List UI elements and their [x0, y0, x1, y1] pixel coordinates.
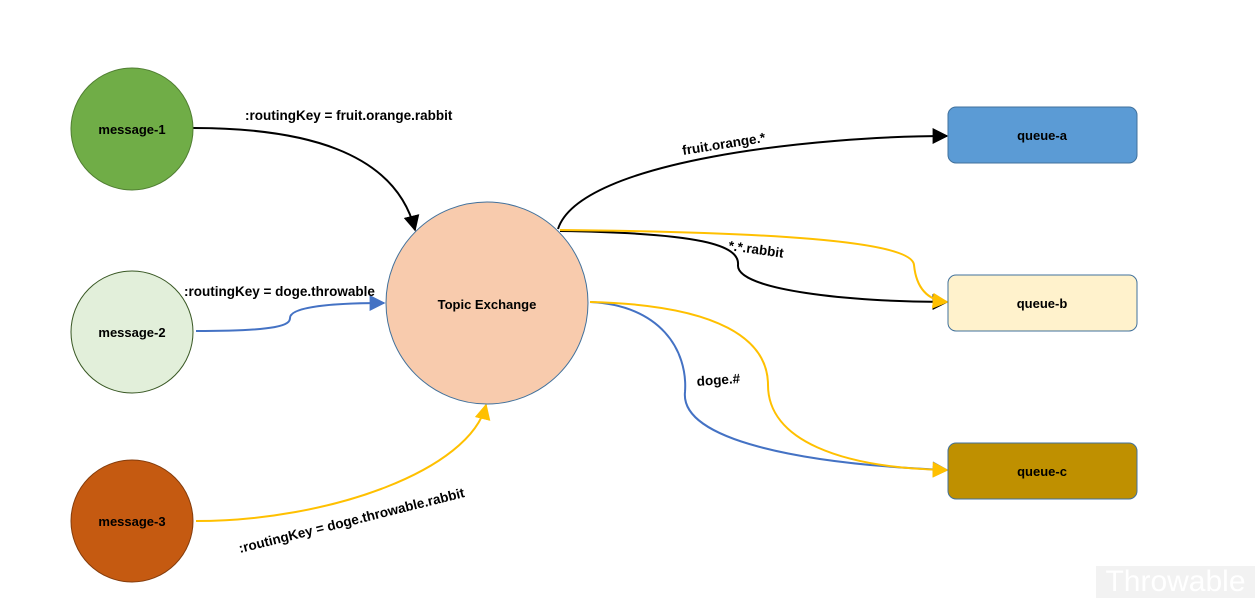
edge-exchange-to-queue-b-yellow — [559, 229, 949, 309]
queue-b-node: queue-b — [947, 274, 1138, 332]
message-1-label: message-1 — [98, 122, 165, 137]
edge-exchange-to-queue-c-yellow — [589, 301, 949, 478]
message-3-node: message-3 — [70, 459, 194, 583]
queue-a-node: queue-a — [947, 106, 1138, 164]
queue-b-label: queue-b — [1017, 296, 1068, 311]
message-2-routing-key-label: :routingKey = doge.throwable — [184, 284, 375, 299]
edge-message-3-to-exchange — [195, 403, 491, 522]
topic-exchange-node: Topic Exchange — [385, 201, 589, 405]
topic-exchange-label: Topic Exchange — [438, 297, 537, 312]
edge-message-2-to-exchange — [195, 295, 386, 332]
message-1-node: message-1 — [70, 67, 194, 191]
queue-a-label: queue-a — [1017, 128, 1068, 143]
queue-c-label: queue-c — [1017, 464, 1067, 479]
throwable-watermark: Throwable — [1096, 566, 1255, 598]
edge-exchange-to-queue-b-black — [559, 230, 949, 310]
message-3-label: message-3 — [98, 514, 165, 529]
binding-queue-c-label: doge.# — [696, 371, 741, 389]
edge-exchange-to-queue-c-blue — [589, 301, 949, 478]
message-2-label: message-2 — [98, 325, 165, 340]
message-1-routing-key-label: :routingKey = fruit.orange.rabbit — [245, 108, 453, 123]
message-2-node: message-2 — [70, 270, 194, 394]
queue-c-node: queue-c — [947, 442, 1138, 500]
edge-message-1-to-exchange — [192, 127, 420, 232]
message-3-routing-key-label: :routingKey = doge.throwable.rabbit — [237, 485, 466, 556]
edge-exchange-to-queue-a — [557, 128, 949, 230]
